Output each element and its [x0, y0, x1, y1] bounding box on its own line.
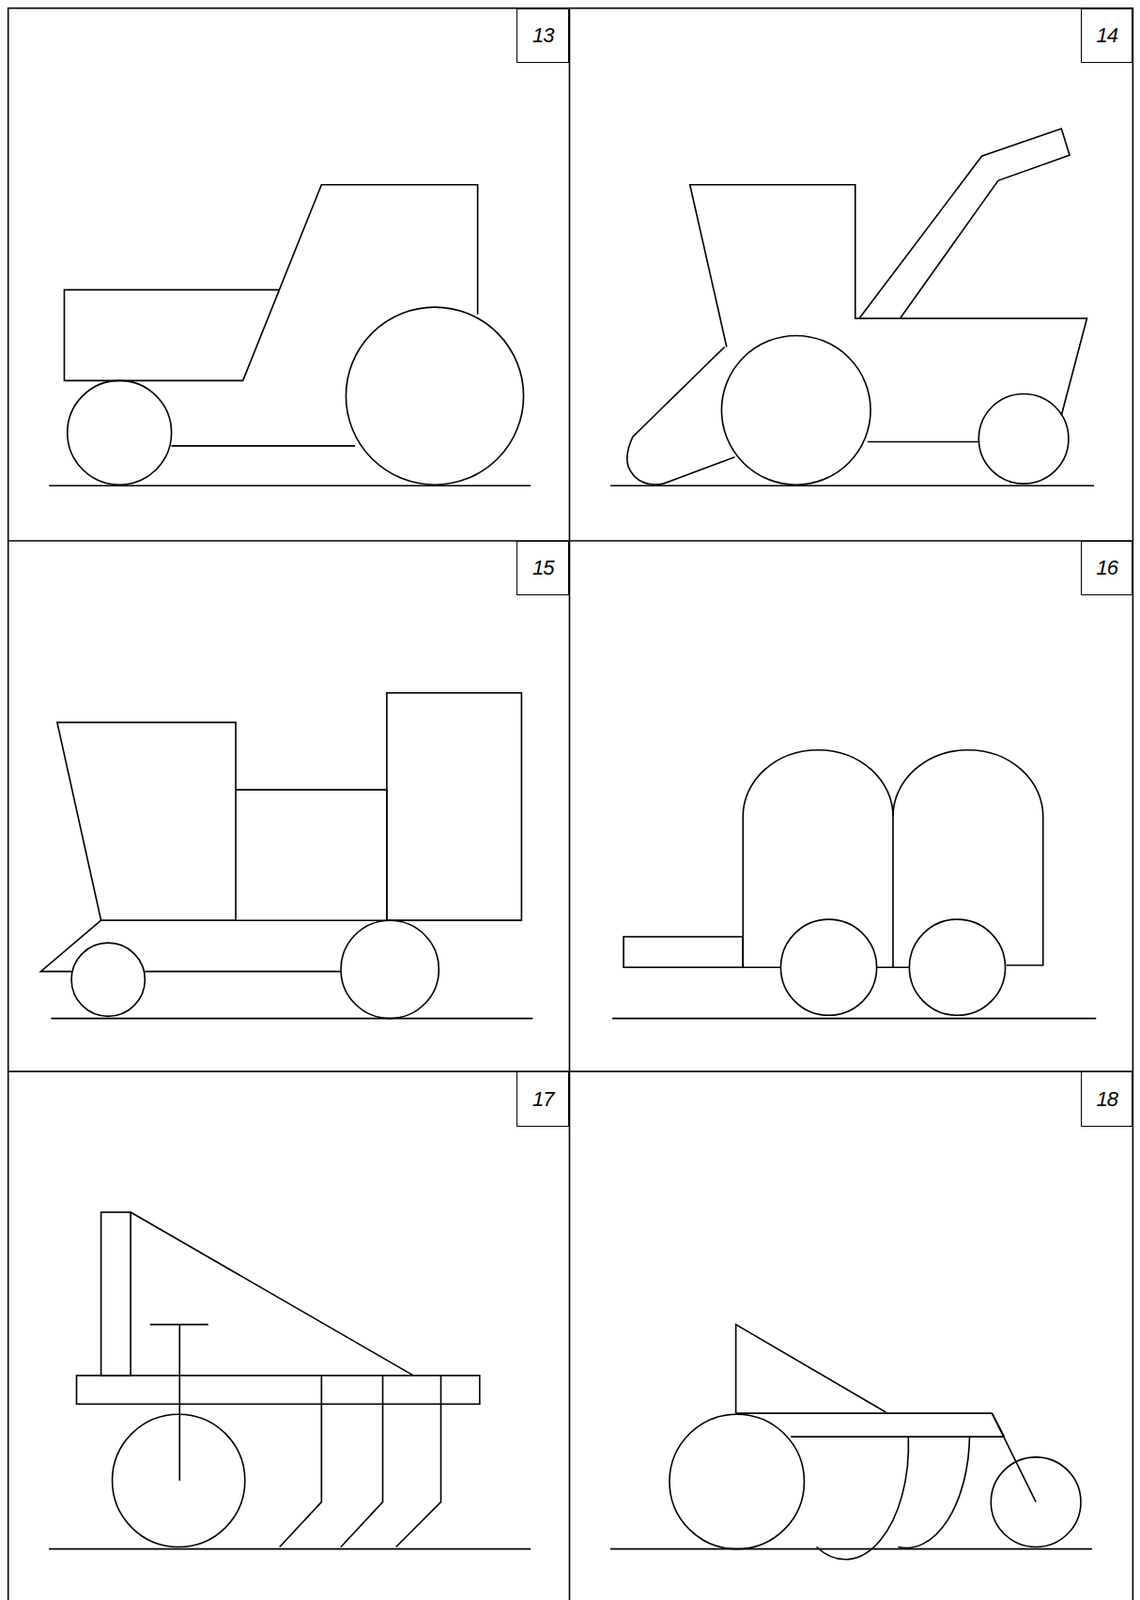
panel-number-box: 16	[1080, 540, 1133, 596]
panel-number-box: 18	[1080, 1071, 1133, 1127]
panel-number-box: 14	[1080, 8, 1133, 64]
panel-number: 17	[532, 1089, 554, 1110]
panel-number: 18	[1095, 1089, 1117, 1110]
panel-number-box: 15	[516, 540, 570, 596]
panel-number: 15	[532, 557, 554, 579]
panel-number: 14	[1095, 25, 1117, 47]
panel-number: 16	[1095, 557, 1117, 579]
panel-number-box: 13	[516, 8, 570, 64]
panel-number: 13	[532, 25, 554, 47]
panel-number-box: 17	[516, 1071, 570, 1127]
